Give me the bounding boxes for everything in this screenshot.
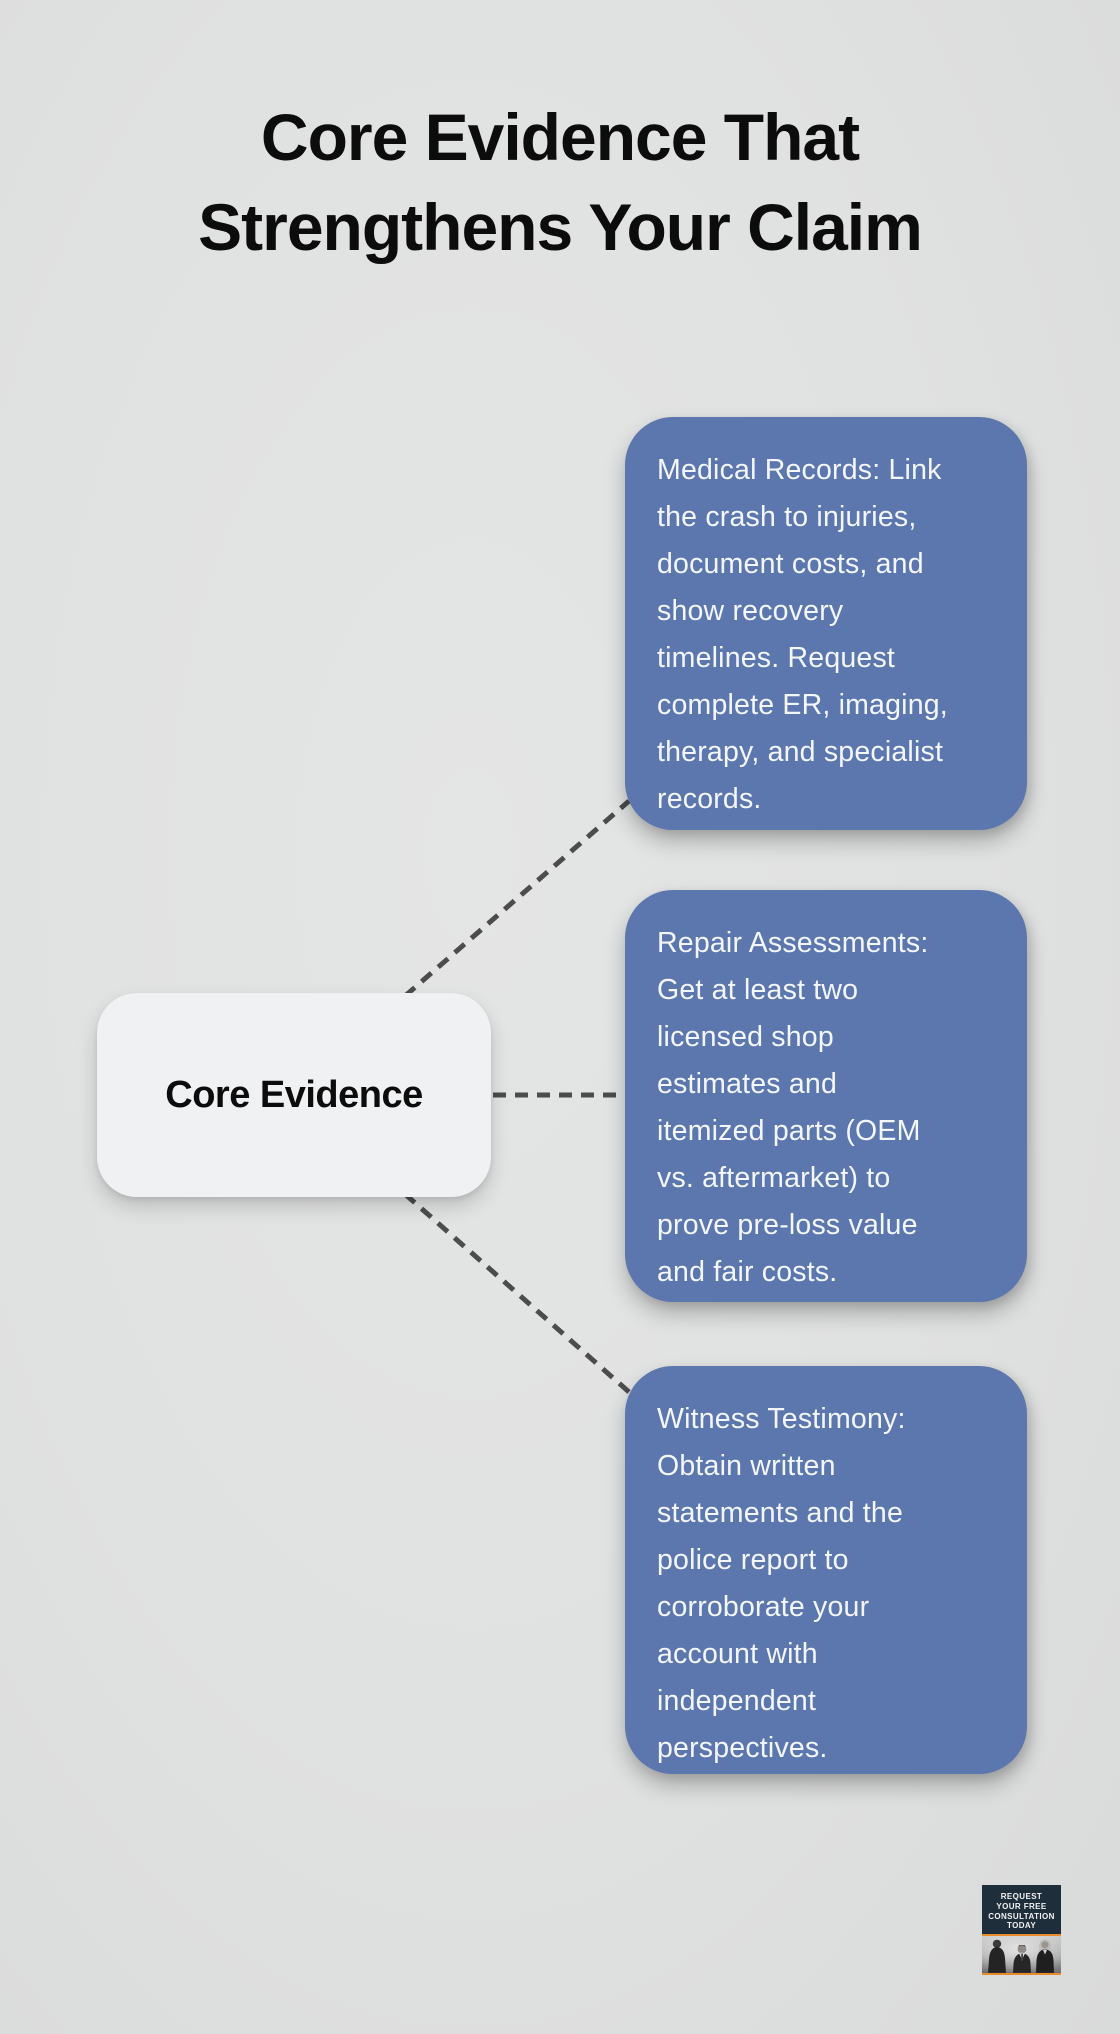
card-repair-assessments: Repair Assessments: Get at least two lic… [625, 890, 1027, 1302]
card-medical-records-text: Medical Records: Link the crash to injur… [657, 454, 948, 815]
core-evidence-label: Core Evidence [165, 1073, 423, 1116]
person-right-icon [1036, 1939, 1054, 1974]
connector-witness-testimony [403, 1192, 631, 1394]
consultation-badge-text: REQUEST YOUR FREE CONSULTATION TODAY [988, 1892, 1055, 1931]
connector-medical-records [403, 799, 631, 998]
person-center-icon [1013, 1944, 1031, 1974]
page-title: Core Evidence That Strengthens Your Clai… [198, 100, 923, 264]
card-witness-testimony-text: Witness Testimony: Obtain written statem… [657, 1403, 906, 1764]
badge-divider-top [982, 1934, 1061, 1937]
consultation-badge[interactable]: REQUEST YOUR FREE CONSULTATION TODAY [982, 1885, 1061, 1975]
badge-divider-bottom [982, 1973, 1061, 1975]
person-left-icon [988, 1939, 1006, 1974]
card-witness-testimony: Witness Testimony: Obtain written statem… [625, 1366, 1027, 1774]
card-medical-records: Medical Records: Link the crash to injur… [625, 417, 1027, 830]
badge-photo [982, 1936, 1061, 1974]
core-evidence-node: Core Evidence [97, 993, 491, 1197]
card-repair-assessments-text: Repair Assessments: Get at least two lic… [657, 927, 929, 1288]
